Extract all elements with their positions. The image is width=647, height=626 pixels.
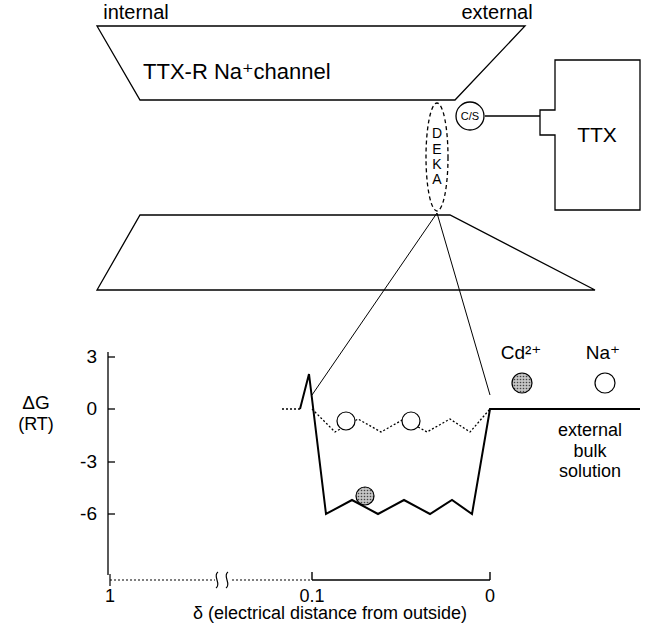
plot-label: δ (electrical distance from outside)	[193, 603, 467, 624]
x-axis	[110, 572, 490, 588]
deka-ring-label: DEKA	[430, 126, 444, 188]
cs-site-label: C/S	[461, 110, 479, 122]
na-ion	[595, 373, 615, 393]
channel-wall-label: TTX-R Na⁺channel	[143, 59, 331, 85]
na-ion	[402, 412, 420, 430]
y-axis	[108, 352, 115, 575]
plot-label: ΔG	[22, 392, 49, 414]
cs-site: C/S	[455, 101, 485, 131]
channel-wall	[97, 215, 595, 290]
plot-label: internal	[103, 1, 169, 24]
plot-label: 0.1	[299, 586, 324, 607]
plot-label: (RT)	[18, 414, 54, 435]
plot-label: external	[461, 1, 532, 24]
cd-ion	[356, 487, 374, 505]
plot-label: 1	[105, 586, 115, 607]
ttx-molecule: TTX	[540, 60, 640, 210]
plot-label: external bulk solution	[538, 420, 642, 482]
plot-label: Na⁺	[586, 342, 620, 364]
deka-ring: DEKA	[425, 102, 449, 212]
channel-wall: TTX-R Na⁺channel	[97, 26, 525, 100]
plot-label: -3	[80, 451, 97, 473]
plot-label: 0	[485, 586, 495, 607]
leader-line	[437, 213, 490, 395]
plot-label: 3	[86, 346, 97, 368]
binding-link	[485, 115, 540, 116]
ttx-molecule-label: TTX	[577, 123, 617, 147]
plot-label: 0	[86, 398, 97, 420]
na-profile	[312, 409, 490, 432]
plot-label: -6	[80, 503, 97, 525]
na-ion	[337, 412, 355, 430]
leader-line	[312, 213, 437, 395]
plot-label: Cd²⁺	[501, 342, 542, 364]
na-profile	[282, 408, 300, 409]
cd-ion	[512, 373, 532, 393]
